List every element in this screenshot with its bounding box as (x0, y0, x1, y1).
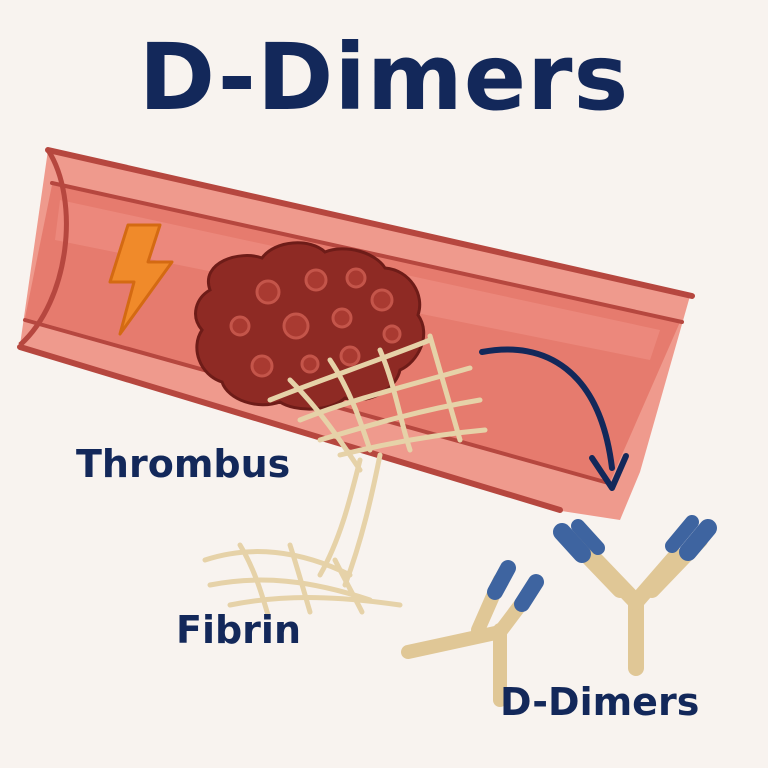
fibrin-strand (287, 542, 313, 615)
lightning-bolt-icon (108, 223, 174, 336)
clot-cell (282, 312, 310, 340)
vessel-top-edge (45, 147, 695, 299)
fibrin-strand (267, 337, 433, 403)
clot-cell (255, 279, 281, 305)
clot-cell (339, 345, 361, 367)
fibrin-strand (227, 595, 403, 608)
fibrin-strand (342, 452, 383, 588)
clot-cell (300, 354, 320, 374)
fibrin-mesh (202, 333, 488, 618)
d-dimers-label: D-Dimers (500, 680, 700, 724)
thrombus-clot (194, 241, 426, 411)
diagram-title: D-Dimers (138, 24, 630, 131)
fibrin-label: Fibrin (176, 608, 302, 652)
clot-cell (345, 267, 367, 289)
clot-cell (229, 315, 251, 337)
clot-cell (250, 354, 274, 378)
vessel-bottom-edge (17, 344, 563, 513)
clot-cell (304, 268, 328, 292)
clot-cell (331, 307, 353, 329)
fibrin-strand (287, 377, 363, 473)
fibrin-strand (237, 542, 271, 618)
antibody-icon (553, 515, 717, 676)
curved-arrow-icon (479, 346, 629, 491)
thrombus-label: Thrombus (76, 442, 291, 486)
fibrin-strand (327, 357, 373, 453)
fibrin-strand (332, 557, 365, 615)
vessel-left-opening (18, 148, 69, 347)
fibrin-strand (202, 549, 353, 578)
fibrin-strand (427, 333, 463, 443)
fibrin-strand (377, 347, 413, 453)
fibrin-strand (207, 577, 373, 603)
antibody-icon (401, 560, 544, 707)
clot-cell (382, 324, 402, 344)
clot-cell (370, 288, 394, 312)
